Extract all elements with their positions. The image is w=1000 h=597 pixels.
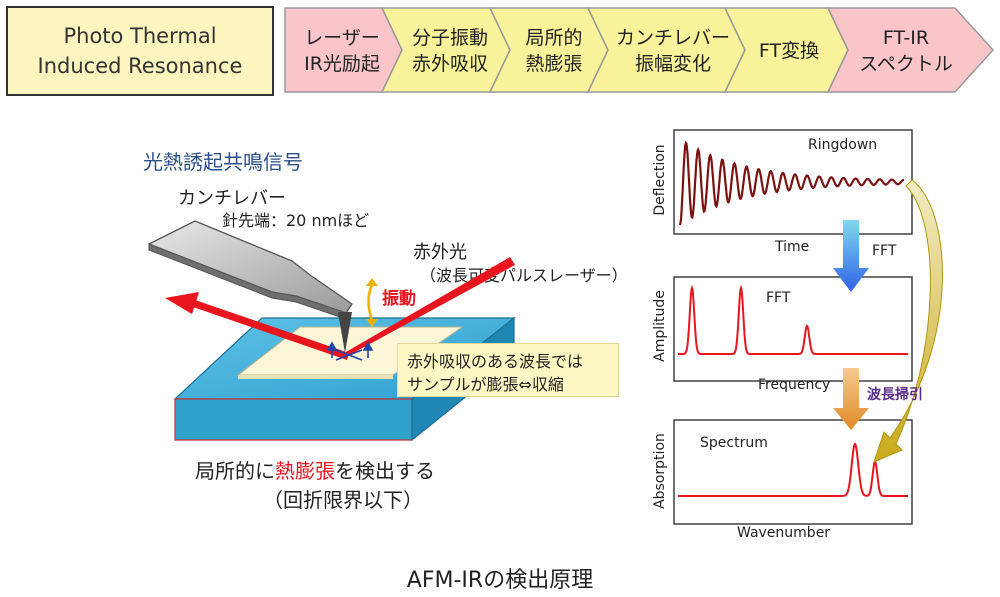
note-line-1: 赤外吸収のある波長では xyxy=(407,352,584,371)
cantilever-label: カンチレバー xyxy=(178,188,286,209)
afm-schematic xyxy=(147,220,516,442)
fft-arrow xyxy=(833,220,869,292)
ir-label: 赤外光 xyxy=(413,242,467,263)
ringdown-curve xyxy=(678,140,904,226)
caption-line-2: （回折限界以下） xyxy=(263,488,423,512)
afm-tip xyxy=(338,312,352,353)
fft-title: FFT xyxy=(766,290,791,306)
spectrum-xlabel: Wavenumber xyxy=(737,525,831,541)
tip-label: 針先端：20 nmほど xyxy=(222,211,370,230)
sample-film-edge xyxy=(238,375,393,379)
caption-highlight: 熱膨張 xyxy=(275,459,335,483)
vibration-arrow xyxy=(367,284,374,321)
ringdown-title: Ringdown xyxy=(808,137,878,153)
spectrum-curve xyxy=(678,442,908,497)
step-shape-6 xyxy=(826,7,995,93)
signal-title: 光熱誘起共鳴信号 xyxy=(143,150,303,174)
fft-arrow-label: FFT xyxy=(872,243,897,259)
scan-arrow-label: 波長掃引 xyxy=(867,387,923,403)
step-label-5: FT変換 xyxy=(758,40,820,62)
vibration-label: 振動 xyxy=(382,289,416,309)
note-line-2: サンプルが膨張⇔収縮 xyxy=(407,375,564,394)
title-box: Photo Thermal Induced Resonance xyxy=(6,6,274,96)
substrate-front xyxy=(174,398,413,441)
caption-part-1: 局所的に xyxy=(195,459,275,483)
fft-ylabel: Amplitude xyxy=(652,290,668,362)
step-label-2: 分子振動 赤外吸収 xyxy=(411,27,488,75)
fft-frame xyxy=(673,276,913,382)
fft-xlabel: Frequency xyxy=(758,377,831,393)
ir-beam-reflected xyxy=(193,300,349,360)
note-box: 赤外吸収のある波長では サンプルが膨張⇔収縮 xyxy=(397,343,619,397)
process-flow xyxy=(284,7,995,93)
curved-arrow xyxy=(873,179,943,463)
ir-beam xyxy=(344,257,515,358)
fft-curve xyxy=(678,284,908,355)
spectrum-ylabel: Absorption xyxy=(652,433,668,509)
scan-arrow xyxy=(833,368,869,430)
step-label-3: 局所的 熱膨張 xyxy=(525,27,583,75)
step-label-4: カンチレバー 振幅変化 xyxy=(615,27,730,75)
caption-part-2: を検出する xyxy=(335,459,435,483)
ir-beam-head xyxy=(165,292,199,314)
ringdown-xlabel: Time xyxy=(775,239,810,255)
footer-title: AFM-IRの検出原理 xyxy=(406,568,594,593)
plots-canvas xyxy=(673,129,943,525)
expansion-marks xyxy=(326,341,374,361)
step-label-1: レーザー IR光励起 xyxy=(304,27,380,75)
caption-line-1: 局所的に熱膨張を検出する xyxy=(195,455,435,484)
spectrum-title: Spectrum xyxy=(700,435,768,451)
step-label-6: FT-IR スペクトル xyxy=(859,27,953,75)
ringdown-ylabel: Deflection xyxy=(652,144,668,216)
